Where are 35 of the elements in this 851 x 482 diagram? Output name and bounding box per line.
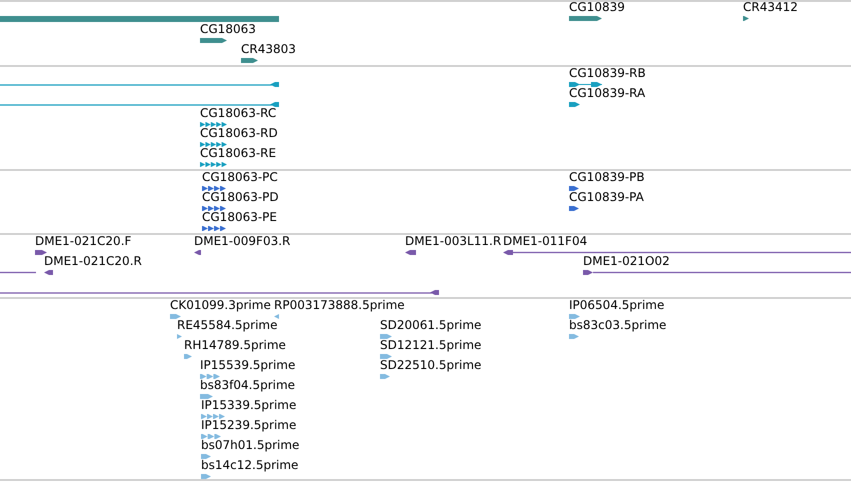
feature-label: IP15539.5prime xyxy=(200,358,296,372)
feature-label: RE45584.5prime xyxy=(177,318,278,332)
feature-label: DME1-021C20.F xyxy=(35,234,132,248)
feature-label: bs83c03.5prime xyxy=(569,318,666,332)
feature-label: CG18063-PE xyxy=(202,210,277,224)
feature-label: DME1-003L11.R xyxy=(405,234,502,248)
feature-label: CG18063-PC xyxy=(202,170,278,184)
feature-label: bs07h01.5prime xyxy=(201,438,300,452)
feature-label: RH14789.5prime xyxy=(184,338,286,352)
feature-label: CG18063-RC xyxy=(200,106,276,120)
feature-label: CG18063-RD xyxy=(200,126,278,140)
feature-label: IP15339.5prime xyxy=(201,398,296,412)
feature-label: CG18063 xyxy=(200,22,256,36)
feature-label: DME1-021O02 xyxy=(583,254,670,268)
feature-label: DME1-011F04 xyxy=(503,234,588,248)
feature-label: CG10839-RA xyxy=(569,86,646,100)
feature-label: CR43803 xyxy=(241,42,296,56)
feature-label: SD20061.5prime xyxy=(380,318,482,332)
feature-label: CG10839 xyxy=(569,0,625,14)
feature-label: IP06504.5prime xyxy=(569,298,664,312)
feature-label: DME1-021C20.R xyxy=(44,254,142,268)
feature-label: CG10839-PA xyxy=(569,190,644,204)
feature-label: bs14c12.5prime xyxy=(201,458,298,472)
feature-label: SD12121.5prime xyxy=(380,338,482,352)
feature-label: RP003173888.5prime xyxy=(274,298,405,312)
feature-label: CG18063-PD xyxy=(202,190,279,204)
feature-label: SD22510.5prime xyxy=(380,358,482,372)
feature-label: CG10839-RB xyxy=(569,66,646,80)
feature-label: CG10839-PB xyxy=(569,170,645,184)
feature-label: bs83f04.5prime xyxy=(200,378,296,392)
feature-label: CG18063-RE xyxy=(200,146,276,160)
feature-label: CR43412 xyxy=(743,0,798,14)
feature-label: IP15239.5prime xyxy=(201,418,296,432)
feature-label: DME1-009F03.R xyxy=(194,234,290,248)
feature-label: CK01099.3prime xyxy=(170,298,271,312)
